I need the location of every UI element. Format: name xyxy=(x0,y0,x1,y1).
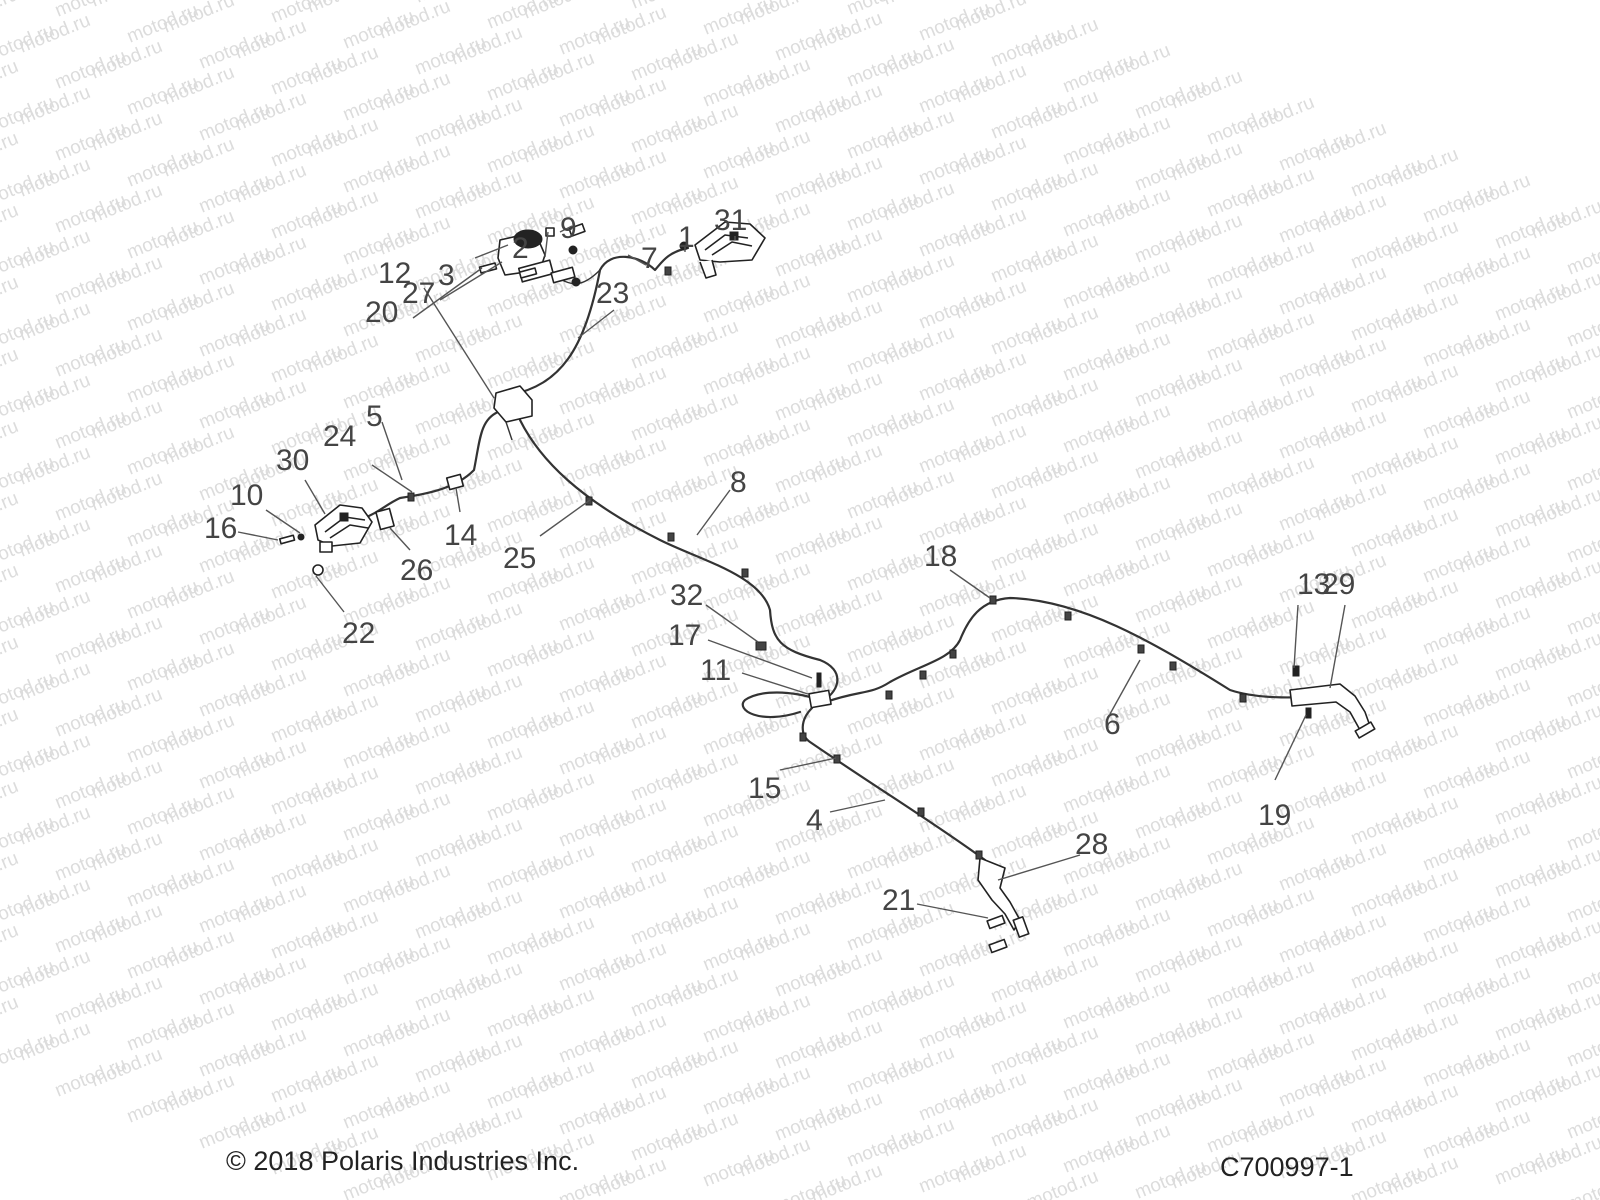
leader-lines xyxy=(237,225,1346,919)
callout-6: 6 xyxy=(1104,708,1121,741)
callout-2: 2 xyxy=(512,232,529,265)
callout-24: 24 xyxy=(323,420,356,453)
brake-line-4 xyxy=(801,706,987,862)
bracket-26 xyxy=(375,507,395,531)
callout-3: 3 xyxy=(438,259,455,292)
brake-line-5 xyxy=(358,410,500,522)
callout-18: 18 xyxy=(924,540,957,573)
callout-5: 5 xyxy=(366,400,383,433)
callout-7: 7 xyxy=(641,242,658,275)
callout-20: 20 xyxy=(365,296,398,329)
copyright-notice: © 2018 Polaris Industries Inc. xyxy=(226,1146,580,1176)
callout-8: 8 xyxy=(730,466,747,499)
callout-27: 27 xyxy=(402,277,435,310)
callout-4: 4 xyxy=(806,804,823,837)
callout-31: 31 xyxy=(714,204,747,237)
callout-labels: 1 2 3 4 5 6 7 8 9 10 11 12 13 14 15 16 1… xyxy=(204,204,1355,917)
callout-1: 1 xyxy=(678,221,695,254)
callout-30: 30 xyxy=(276,444,309,477)
callout-16: 16 xyxy=(204,512,237,545)
brake-lines xyxy=(358,246,1342,862)
junction-block xyxy=(808,672,832,709)
callout-11: 11 xyxy=(700,654,731,687)
callout-14: 14 xyxy=(444,519,477,552)
callout-28: 28 xyxy=(1075,828,1108,861)
proportioning-block xyxy=(493,385,533,441)
clip-14 xyxy=(445,473,465,491)
drawing-number: C700997-1 xyxy=(1220,1152,1354,1182)
line-clips xyxy=(407,266,1247,860)
callout-10: 10 xyxy=(230,479,263,512)
callout-32: 32 xyxy=(670,579,703,612)
callout-9: 9 xyxy=(560,212,577,245)
callout-22: 22 xyxy=(342,617,375,650)
callout-26: 26 xyxy=(400,554,433,587)
right-rear-caliper xyxy=(1289,665,1376,739)
right-front-caliper xyxy=(679,221,766,279)
callout-17: 17 xyxy=(668,619,701,652)
callout-29: 29 xyxy=(1322,568,1355,601)
brake-line-6 xyxy=(824,596,1342,704)
callout-21: 21 xyxy=(882,884,915,917)
brake-line-7 xyxy=(508,246,690,397)
callout-25: 25 xyxy=(503,542,536,575)
left-front-caliper xyxy=(314,504,373,553)
fasteners-left-front xyxy=(278,533,324,576)
callout-15: 15 xyxy=(748,772,781,805)
callout-13: 13 xyxy=(1297,568,1330,601)
callout-12: 12 xyxy=(378,257,411,290)
left-rear-caliper xyxy=(977,857,1030,954)
callout-19: 19 xyxy=(1258,799,1291,832)
brake-line-loop xyxy=(741,691,822,719)
callout-23: 23 xyxy=(596,277,629,310)
brake-line-8 xyxy=(518,418,839,702)
